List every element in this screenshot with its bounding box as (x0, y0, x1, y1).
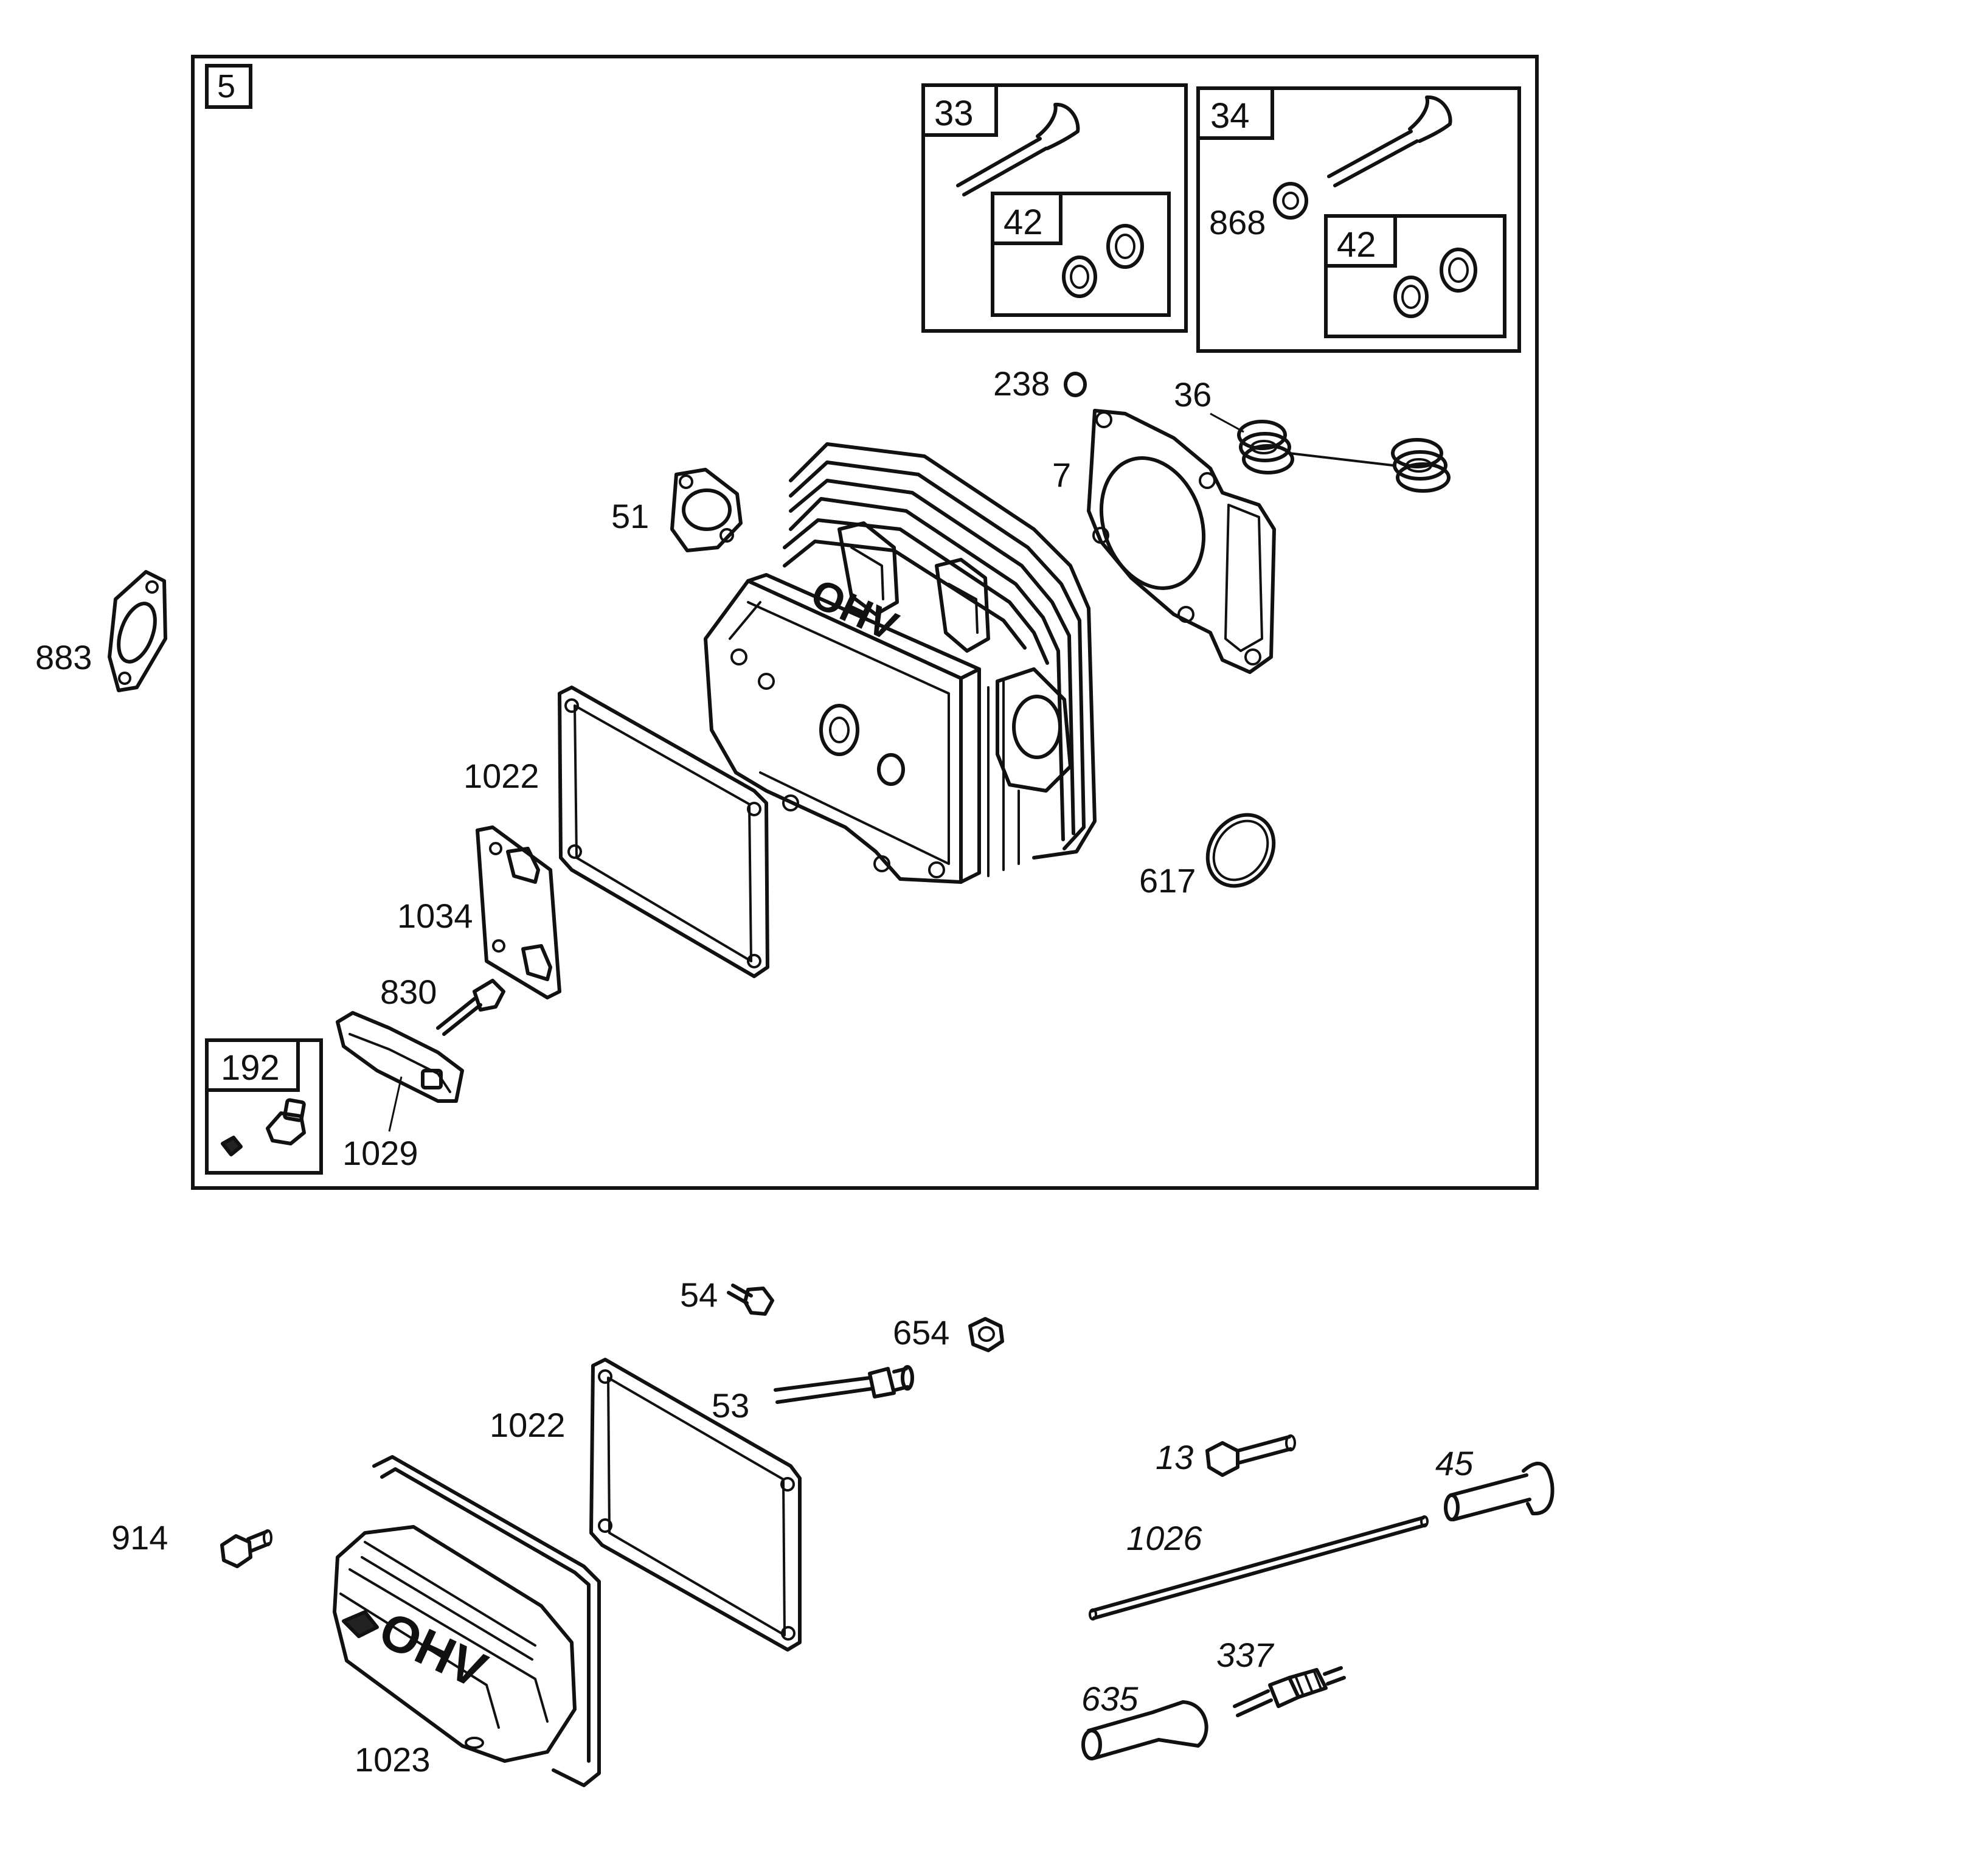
label-238: 238 (993, 364, 1050, 403)
head-ohv-emboss: OHV (804, 570, 905, 650)
valve-icon (1327, 95, 1452, 187)
gasket-icon (558, 686, 769, 978)
label-42-intake: 42 (1004, 203, 1043, 242)
spring-icon (1391, 438, 1451, 493)
label-830: 830 (380, 973, 437, 1011)
label-1022-lower: 1022 (490, 1406, 566, 1444)
gasket-icon (108, 570, 167, 692)
o-ring-icon (1205, 813, 1276, 888)
cylinder-head-icon: OHV (704, 442, 1097, 884)
spring-icon (1237, 420, 1294, 474)
breather-cover-icon (336, 1011, 464, 1103)
label-1026: 1026 (1126, 1519, 1202, 1557)
bolt-icon (1205, 1434, 1296, 1477)
label-45: 45 (1435, 1444, 1474, 1482)
label-13: 13 (1156, 1438, 1193, 1476)
label-617: 617 (1139, 861, 1196, 900)
tappet-icon (1444, 1461, 1555, 1521)
gasket-icon (670, 468, 743, 552)
cover-ohv-emboss: OHV (371, 1600, 496, 1699)
fitting-icon (266, 1098, 306, 1145)
label-1029: 1029 (342, 1134, 418, 1172)
label-34: 34 (1210, 96, 1250, 136)
label-36: 36 (1174, 375, 1212, 414)
label-635: 635 (1081, 1680, 1139, 1718)
label-33: 33 (934, 94, 974, 133)
label-7: 7 (1052, 456, 1071, 494)
valve-seat-icon (1062, 224, 1144, 298)
label-654: 654 (893, 1313, 949, 1352)
intake-valve-kit: 33 42 (921, 83, 1188, 333)
breather-plate-icon (476, 825, 561, 999)
label-box-5: 5 (217, 68, 235, 105)
label-883: 883 (35, 638, 92, 676)
exhaust-valve-kit: 34 868 42 (1196, 86, 1521, 353)
label-914: 914 (111, 1518, 168, 1557)
bolt-icon (436, 979, 505, 1036)
stud-icon (774, 1365, 914, 1404)
label-1034: 1034 (397, 897, 473, 935)
nut-icon (968, 1317, 1004, 1352)
push-rod-icon (1089, 1515, 1429, 1621)
spark-plug-icon (1233, 1666, 1346, 1717)
screen-kit: 192 (205, 1038, 323, 1175)
gasket-icon (1087, 409, 1276, 674)
screw-icon (727, 1284, 774, 1316)
rocker-cover-icon: OHV (333, 1455, 601, 1787)
label-53: 53 (712, 1386, 749, 1425)
label-1023: 1023 (355, 1740, 431, 1779)
gasket-icon (589, 1358, 802, 1652)
valve-icon (956, 102, 1080, 196)
label-868: 868 (1209, 203, 1266, 241)
spark-plug-cap-icon (1081, 1700, 1208, 1760)
label-42-exhaust: 42 (1337, 225, 1376, 265)
valve-keeper-icon (1064, 372, 1087, 397)
label-54: 54 (680, 1276, 718, 1314)
label-1022-upper: 1022 (463, 757, 539, 795)
label-337: 337 (1216, 1636, 1274, 1674)
label-51: 51 (611, 497, 649, 535)
main-assembly-box (191, 55, 1539, 1190)
valve-seat-icon (1393, 248, 1477, 318)
label-192: 192 (221, 1048, 280, 1088)
screw-icon (220, 1529, 272, 1568)
valve-guide-icon (1273, 182, 1308, 220)
